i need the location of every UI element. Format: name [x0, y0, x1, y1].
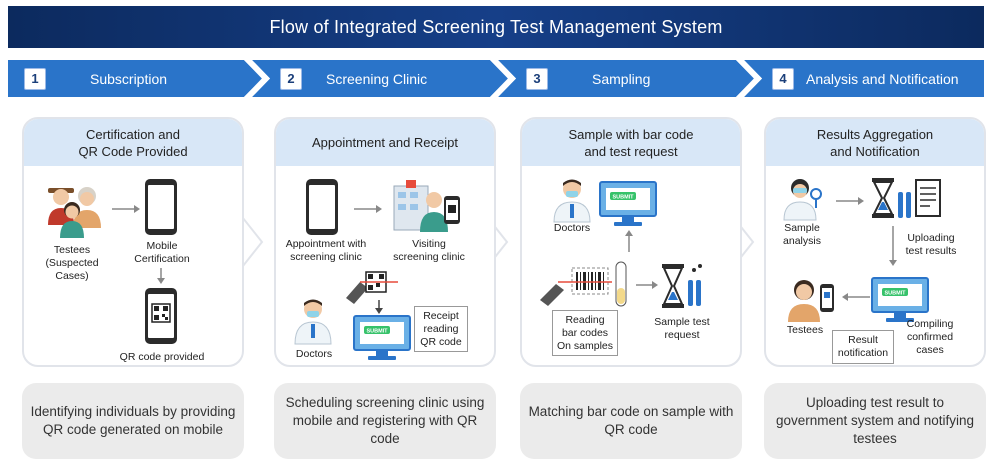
testees-group-icon [48, 187, 101, 238]
receipt-label: Receipt reading QR code [414, 306, 468, 352]
testee-with-phone-icon [788, 280, 834, 322]
card-heading: Certification and QR Code Provided [24, 119, 242, 166]
compiling-label: Compiling confirmed cases [906, 318, 954, 356]
mobile-certification-label: Mobile Certification [134, 240, 190, 265]
result-notification-label: Result notification [832, 330, 894, 364]
description-analysis-notification: Uploading test result to government syst… [764, 383, 986, 459]
card-heading: Results Aggregation and Notification [766, 119, 984, 166]
step-chevrons [8, 60, 984, 97]
computer-monitor-icon: SUBMIT [353, 315, 411, 360]
uploading-label: Uploading test results [905, 232, 957, 257]
step-number: 2 [280, 67, 302, 90]
reading-barcodes-label: Reading bar codes On samples [552, 310, 618, 356]
step-number: 1 [24, 67, 46, 90]
description-subscription: Identifying individuals by providing QR … [22, 383, 244, 459]
step-4: 4 Analysis and Notification [772, 60, 959, 97]
qr-code-provided-label: QR code provided [119, 351, 205, 363]
arrow-down-icon [375, 300, 383, 314]
doctors-label: Doctors [553, 222, 591, 234]
arrow-right-icon [354, 205, 382, 213]
step-label: Subscription [90, 70, 168, 87]
computer-monitor-icon: SUBMIT [871, 277, 929, 322]
sample-test-request-label: Sample test request [654, 316, 710, 341]
step-number: 4 [772, 67, 794, 90]
step-label: Sampling [592, 70, 651, 87]
arrow-left-icon [842, 293, 870, 301]
card-subscription: Certification and QR Code Provided [22, 117, 244, 367]
arrow-up-icon [625, 230, 633, 252]
description-screening-clinic: Scheduling screening clinic using mobile… [274, 383, 496, 459]
title-bar: Flow of Integrated Screening Test Manage… [8, 6, 984, 48]
page-title: Flow of Integrated Screening Test Manage… [269, 16, 723, 37]
submit-text: SUBMIT [884, 291, 906, 297]
arrow-right-icon [636, 281, 658, 289]
step-label: Screening Clinic [326, 70, 428, 87]
card-heading: Appointment and Receipt [276, 119, 494, 166]
arrow-down-icon [157, 268, 165, 284]
submit-text: SUBMIT [366, 329, 388, 335]
card-analysis-notification: Results Aggregation and Notification [764, 117, 986, 367]
barcode-scanning-icon [540, 261, 627, 307]
qr-phone-icon [145, 288, 177, 344]
test-tubes-icon [662, 264, 702, 308]
card-heading: Sample with bar code and test request [522, 119, 740, 166]
sample-analysis-label: Sample analysis [783, 222, 821, 247]
appointment-label: Appointment with screening clinic [285, 238, 367, 263]
doctors-label: Doctors [295, 348, 333, 360]
submit-text: SUBMIT [612, 195, 634, 201]
doctor-icon [553, 179, 591, 223]
step-bar: 1 Subscription 2 Screening Clinic 3 Samp… [8, 60, 984, 97]
lab-analyst-icon [783, 179, 822, 221]
test-report-icon [872, 178, 941, 218]
visiting-label: Visiting screening clinic [393, 238, 465, 263]
barcode-scanner-icon [346, 271, 398, 304]
step-2: 2 Screening Clinic [280, 60, 427, 97]
mobile-phone-icon [306, 179, 338, 235]
arrow-down-icon [889, 226, 897, 266]
doctor-icon [294, 299, 332, 345]
step-1: 1 Subscription [24, 60, 167, 97]
arrow-right-icon [836, 197, 864, 205]
testees-label: Testees [786, 324, 824, 336]
arrow-right-icon [112, 205, 140, 213]
step-label: Analysis and Notification [806, 70, 959, 87]
computer-monitor-icon: SUBMIT [599, 181, 657, 226]
testees-label: Testees (Suspected Cases) [45, 244, 99, 282]
step-3: 3 Sampling [526, 60, 650, 97]
clinic-visit-icon [393, 180, 460, 232]
mobile-phone-icon [145, 179, 177, 235]
description-sampling: Matching bar code on sample with QR code [520, 383, 742, 459]
step-number: 3 [526, 67, 548, 90]
